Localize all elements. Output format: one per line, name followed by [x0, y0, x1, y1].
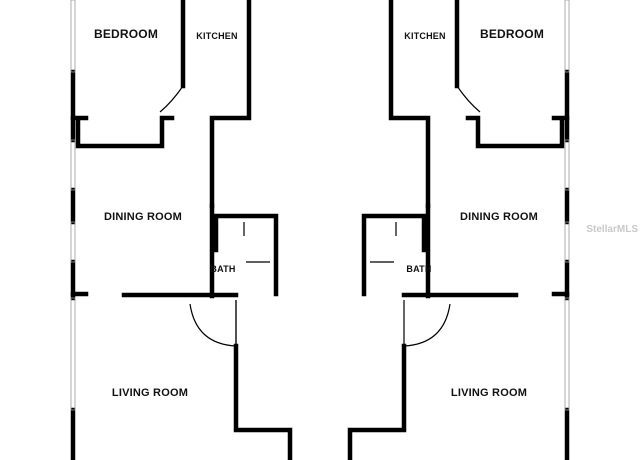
left-unit: BEDROOM KITCHEN DINING ROOM BATH LIVING … — [70, 0, 293, 460]
left-living-label: LIVING ROOM — [112, 387, 188, 399]
right-bedroom-door-swing — [456, 85, 481, 113]
right-living-door — [403, 300, 451, 347]
right-bath-wall — [361, 203, 431, 299]
left-dining-label: DINING ROOM — [104, 211, 182, 223]
left-bedroom-wall — [70, 115, 175, 149]
left-bedroom-label: BEDROOM — [94, 27, 158, 41]
left-kitchen-wall — [209, 0, 252, 209]
right-bath-label: BATH — [406, 264, 431, 274]
watermark: StellarMLS — [586, 224, 638, 235]
left-windows — [70, 0, 76, 411]
right-living-label: LIVING ROOM — [451, 387, 527, 399]
right-dining-label: DINING ROOM — [460, 211, 538, 223]
left-bath-wall — [209, 203, 279, 299]
right-kitchen-label: KITCHEN — [404, 31, 445, 41]
right-kitchen-wall — [388, 0, 431, 209]
right-bedroom-label: BEDROOM — [480, 27, 544, 41]
right-unit: BEDROOM KITCHEN DINING ROOM BATH LIVING … — [347, 0, 570, 460]
left-kitchen-label: KITCHEN — [196, 31, 237, 41]
left-hall-wall — [233, 343, 293, 460]
right-hall-wall — [347, 343, 407, 460]
left-living-door — [189, 300, 237, 347]
right-windows — [564, 0, 570, 411]
left-bath-label: BATH — [210, 264, 235, 274]
left-bedroom-door-swing — [159, 85, 184, 113]
right-bedroom-wall — [465, 115, 570, 149]
